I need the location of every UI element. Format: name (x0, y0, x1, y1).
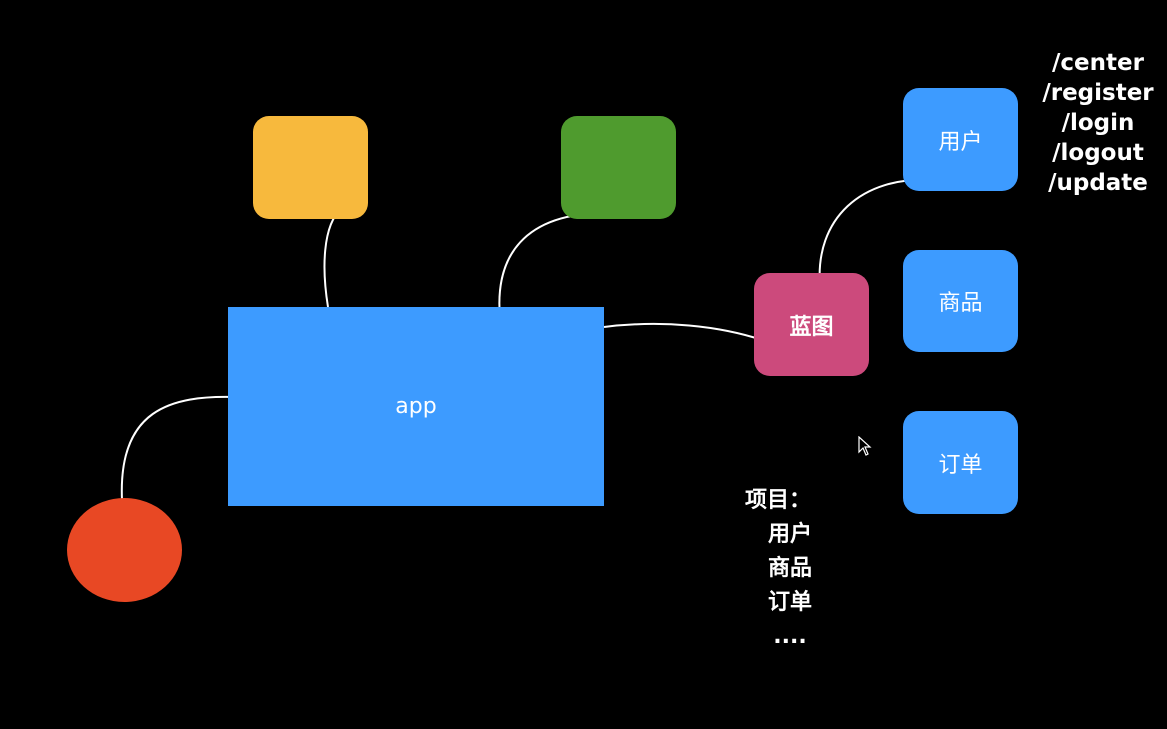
app-box: app (228, 307, 604, 506)
blueprint-box: 蓝图 (754, 273, 869, 376)
yellow-box (253, 116, 368, 219)
module-label-user: 用户 (938, 129, 983, 155)
module-label-product: 商品 (938, 291, 983, 316)
green-box (561, 116, 676, 219)
blueprint-label: 蓝图 (789, 314, 834, 340)
connector-yellow-app (323, 207, 343, 308)
route-list: /center /register /login /logout /update (1030, 48, 1166, 198)
route-item: /update (1048, 170, 1148, 196)
route-item: /login (1061, 110, 1135, 136)
app-label: app (395, 394, 437, 419)
project-item: .... (773, 624, 807, 649)
project-item: 商品 (767, 556, 812, 581)
red-circle (67, 498, 182, 602)
connector-app-circle (120, 395, 237, 501)
project-title: 项目： (745, 488, 812, 513)
module-label-order: 订单 (938, 452, 983, 478)
module-box-order: 订单 (903, 411, 1018, 514)
connector-green-app (498, 211, 616, 318)
module-box-product: 商品 (903, 250, 1018, 352)
route-item: /center (1052, 50, 1144, 76)
connector-app-blueprint (603, 322, 769, 343)
project-item: 订单 (767, 590, 812, 615)
mouse-cursor-icon (858, 436, 872, 456)
project-items: 用户 商品 订单 .... (735, 518, 845, 654)
module-box-user: 用户 (903, 88, 1018, 191)
route-item: /register (1042, 80, 1154, 106)
project-item: 用户 (767, 522, 812, 547)
project-block: 项目： 用户 商品 订单 .... (735, 484, 845, 654)
route-item: /logout (1052, 140, 1144, 166)
